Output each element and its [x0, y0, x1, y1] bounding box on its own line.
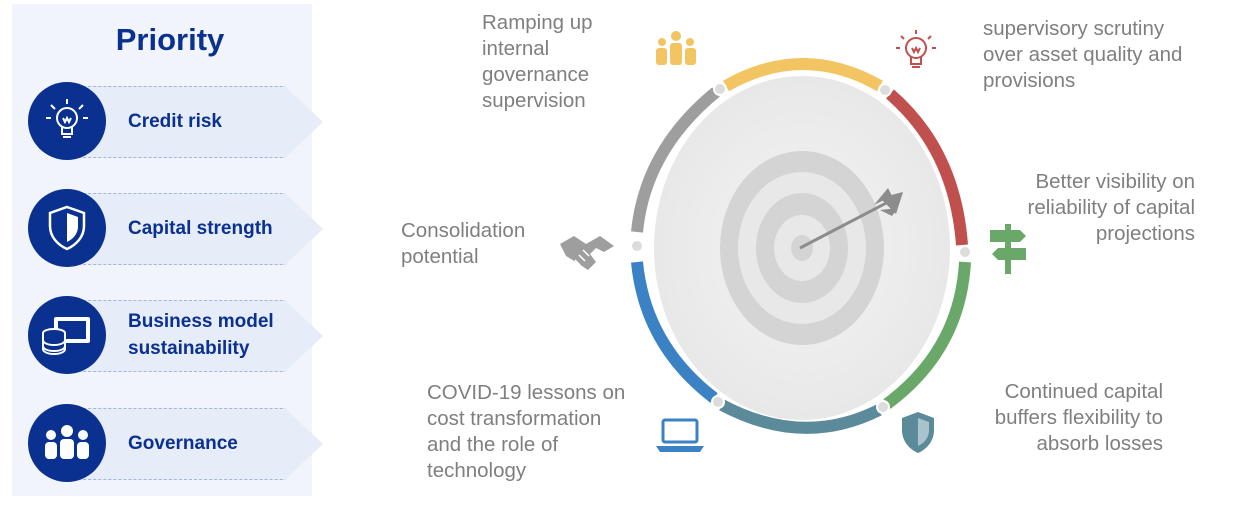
ring-dot	[958, 245, 972, 259]
cycle-text-asset-quality: supervisory scrutiny over asset quality …	[983, 17, 1183, 92]
priority-arrow	[68, 408, 323, 480]
ring-dot	[630, 239, 644, 253]
shield-icon	[902, 412, 934, 453]
cycle-text-capital-projections: Better visibility on reliability of capi…	[1027, 170, 1196, 245]
cycle-text-covid-lessons: COVID-19 lessons on cost transformation …	[427, 381, 626, 482]
people-icon	[656, 31, 696, 65]
ring-dot	[711, 395, 725, 409]
ring-segment-lower-left	[631, 261, 718, 403]
priority-item-business-model: Business model sustainability	[28, 296, 328, 400]
ring-dot	[876, 400, 890, 414]
handshake-icon	[560, 236, 614, 270]
ring-segment-lower-right	[883, 261, 971, 409]
priority-label: Credit risk	[128, 111, 222, 132]
laptop-icon	[656, 418, 704, 452]
priority-title: Priority	[115, 22, 225, 57]
database-screen-icon	[28, 296, 106, 374]
cycle-text-consolidation: Consolidation potential	[401, 219, 526, 268]
priority-arrow	[68, 300, 323, 372]
priority-item-credit-risk: Credit risk	[28, 82, 328, 186]
priority-item-capital-strength: Capital strength	[28, 189, 328, 293]
priority-label: Governance	[128, 433, 238, 454]
cycle-text-capital-buffers: Continued capital buffers flexibility to…	[994, 380, 1163, 455]
ring-dot	[713, 82, 727, 96]
priority-label: Business model sustainability	[128, 311, 274, 359]
ring-segment-top	[723, 58, 883, 92]
priority-label: Capital strength	[128, 218, 273, 239]
people-icon	[28, 404, 106, 482]
ring-segment-upper-left	[631, 87, 720, 233]
lightbulb-icon	[896, 30, 936, 68]
priority-item-governance: Governance	[28, 404, 328, 508]
priority-arrow	[68, 86, 323, 158]
signpost-icon	[990, 224, 1026, 274]
arrow-icon	[799, 188, 903, 250]
lightbulb-icon	[28, 82, 106, 160]
priority-arrow	[68, 193, 323, 265]
ring-dot	[878, 83, 892, 97]
shield-icon	[28, 189, 106, 267]
cycle-text-governance: Ramping up internal governance supervisi…	[482, 11, 593, 112]
ring-segment-upper-right	[886, 89, 968, 246]
ring-segment-bottom	[719, 399, 882, 434]
